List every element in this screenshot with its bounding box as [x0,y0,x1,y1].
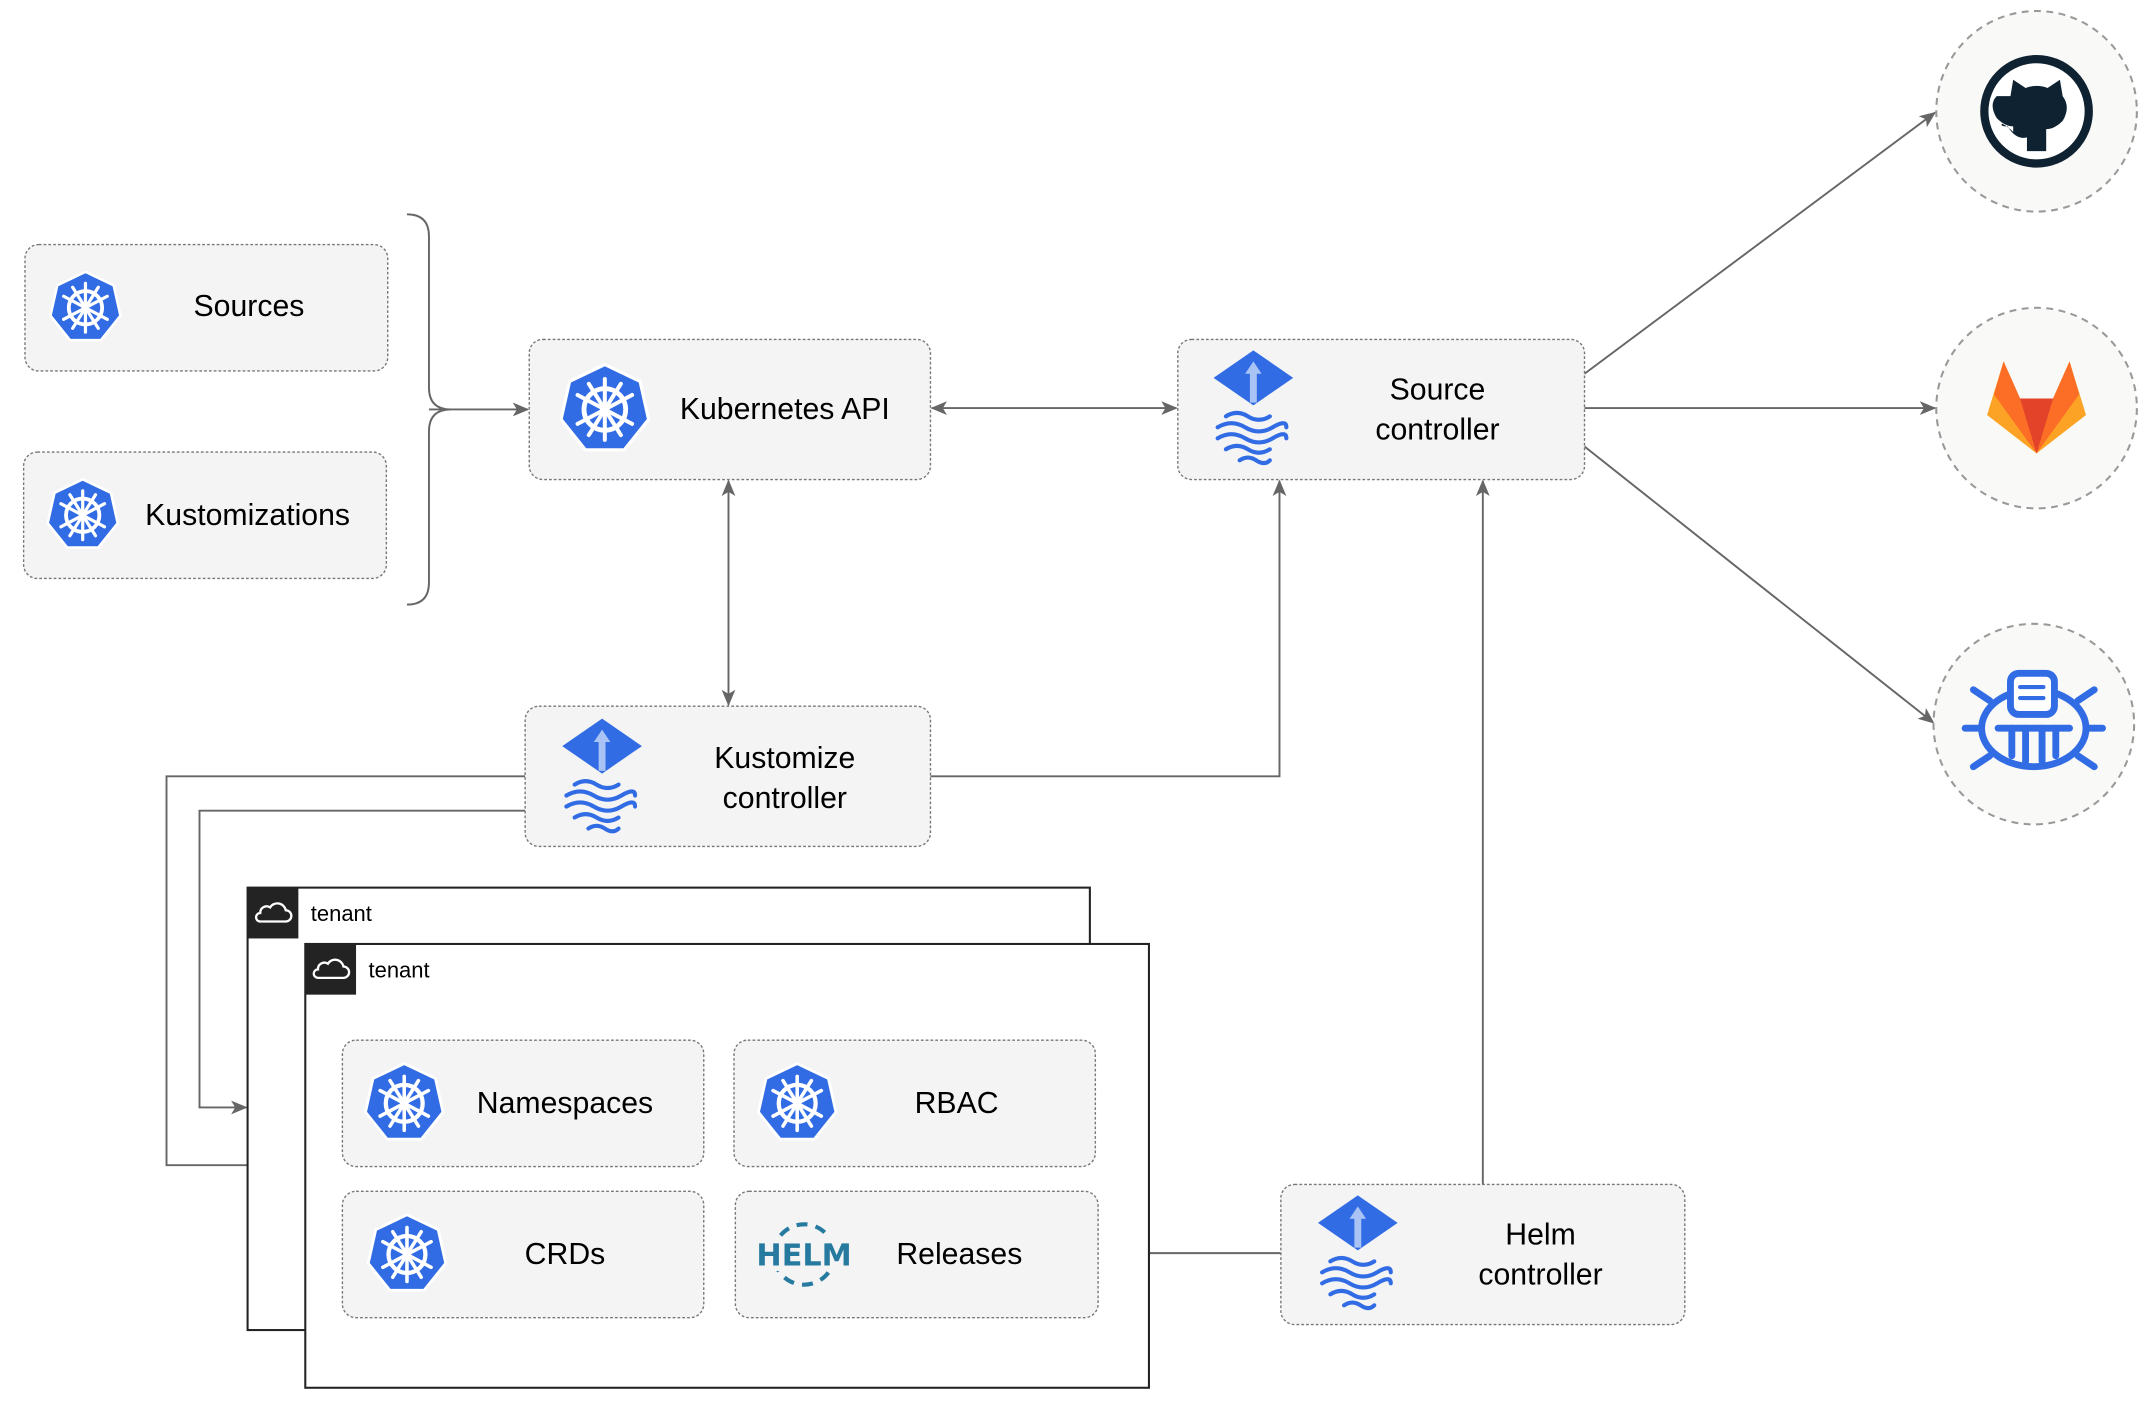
kubernetes-api-label: Kubernetes API [680,393,890,426]
edge-kustomize-to-tenant-back [198,809,526,1115]
edge-kustomize-to-source [930,479,1287,778]
helm-icon: HELM [755,1222,853,1287]
bucket-node[interactable] [1932,622,2136,826]
source-controller-label-2: controller [1375,414,1499,447]
source-controller-node[interactable]: Source controller [1177,338,1586,481]
namespaces-label: Namespaces [477,1087,653,1120]
rbac-label: RBAC [915,1087,999,1120]
kustomize-controller-label: Kustomize [714,742,855,775]
releases-node[interactable]: HELM Releases [734,1190,1099,1319]
helm-controller-node[interactable]: Helm controller [1280,1183,1686,1326]
kustomizations-label: Kustomizations [145,499,350,532]
kubernetes-api-node[interactable]: Kubernetes API [528,338,932,481]
tenant-label: tenant [311,901,372,926]
github-node[interactable] [1935,9,2138,213]
source-controller-label: Source [1390,374,1486,407]
bucket-icon [1961,669,2106,771]
gitlab-icon [1987,361,2087,454]
tenant-label: tenant [369,958,430,983]
helm-controller-label: Helm [1505,1219,1576,1252]
cloud-icon [247,887,299,939]
kustomizations-node[interactable]: Kustomizations [22,451,388,580]
edge-source-to-bucket [1583,445,1935,724]
cloud-icon [305,943,357,995]
brace [406,213,451,411]
kustomize-controller-label-2: controller [723,782,847,815]
edge-kustomize-to-tenant-front [165,775,526,1173]
gitlab-node[interactable] [1935,306,2138,510]
namespaces-node[interactable]: Namespaces [341,1039,705,1168]
svg-text:HELM: HELM [756,1238,851,1273]
releases-label: Releases [896,1238,1022,1271]
github-icon [1980,54,2093,168]
edge-source-to-github [1583,111,1936,375]
rbac-node[interactable]: RBAC [733,1039,1097,1168]
kustomize-controller-node[interactable]: Kustomize controller [524,705,932,848]
sources-label: Sources [194,290,305,323]
helm-controller-label-2: controller [1478,1259,1602,1292]
sources-node[interactable]: Sources [24,243,389,372]
crds-label: CRDs [525,1238,606,1271]
crds-node[interactable]: CRDs [341,1190,705,1319]
